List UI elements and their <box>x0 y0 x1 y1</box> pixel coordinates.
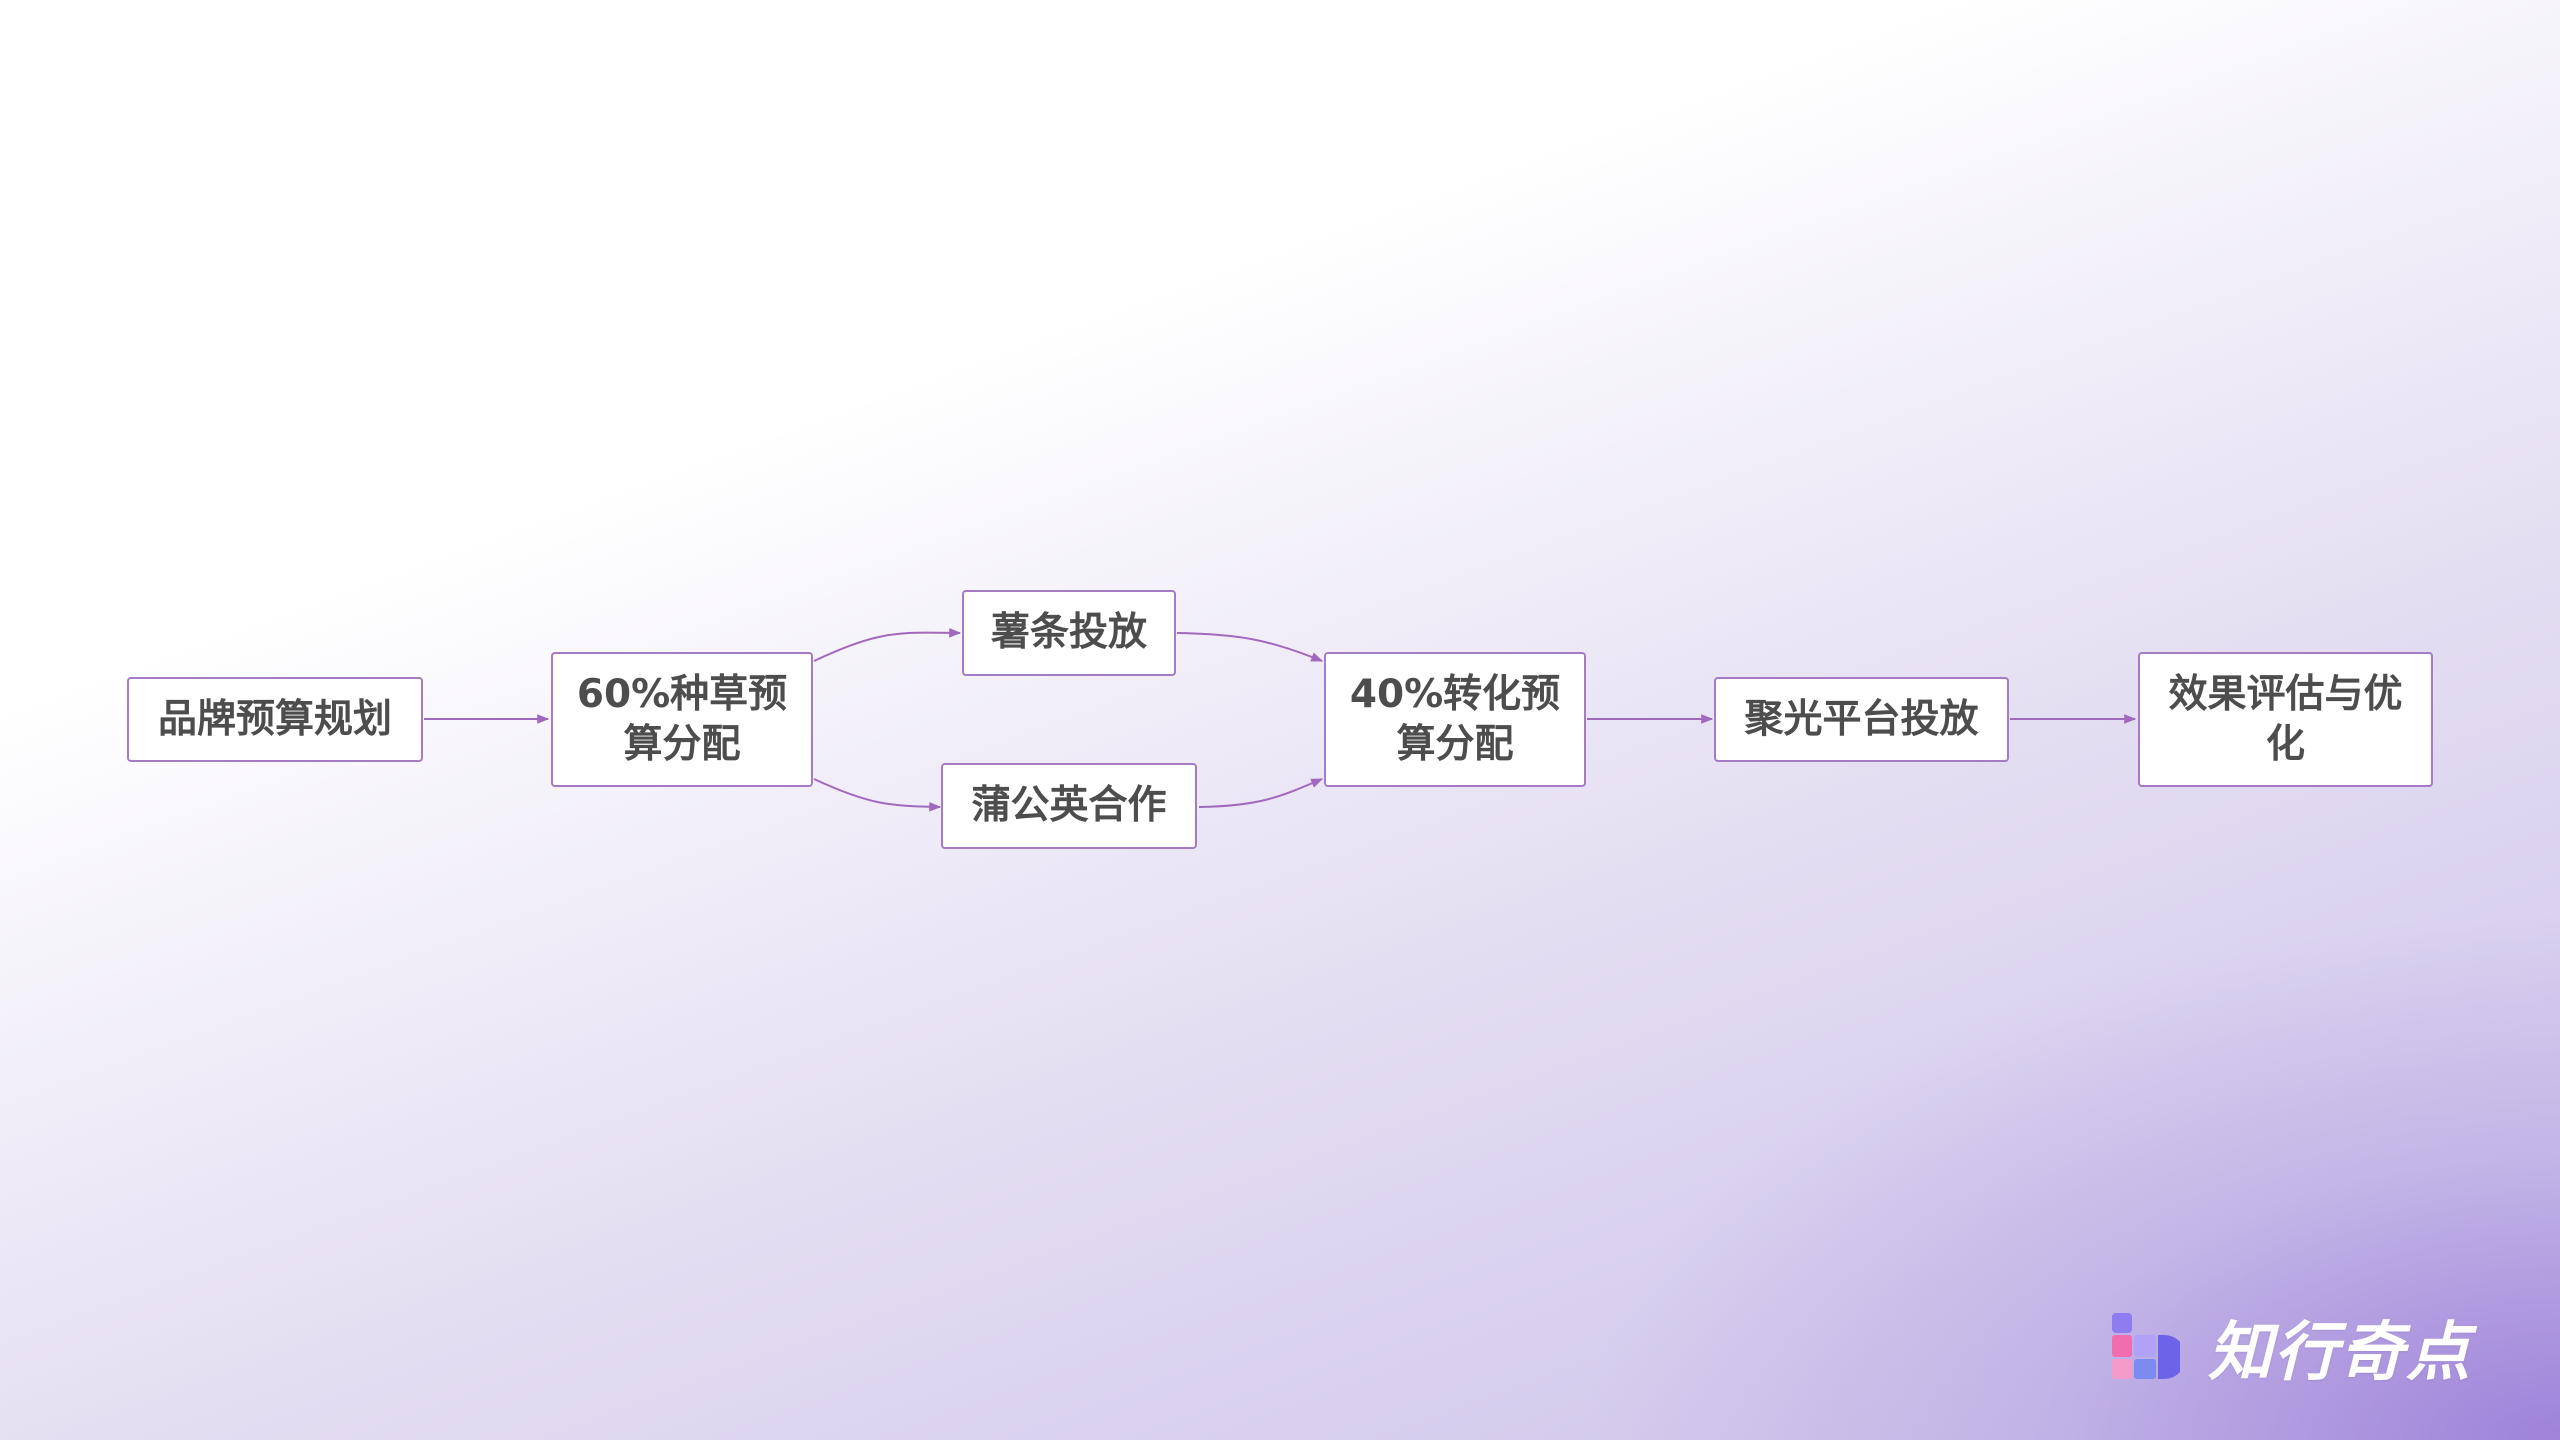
node-juguang: 聚光平台投放 <box>1714 677 2009 762</box>
node-evaluation: 效果评估与优化 <box>2138 652 2433 787</box>
node-seeding-budget: 60%种草预算分配 <box>551 652 813 787</box>
node-seeding-budget-label: 60%种草预算分配 <box>576 671 788 767</box>
node-pugongying: 蒲公英合作 <box>941 763 1197 849</box>
edge-shutiao-to-conversion <box>1176 632 1324 662</box>
edge-seeding-to-pugongying <box>813 778 942 812</box>
brand-logo: 知行奇点 <box>2108 1302 2508 1392</box>
node-juguang-label: 聚光平台投放 <box>1744 696 1979 742</box>
logo-mark-icon <box>2112 1313 2180 1379</box>
node-conversion-budget-label: 40%转化预算分配 <box>1349 671 1561 767</box>
logo-text: 知行奇点 <box>2208 1316 2472 1390</box>
edge-pugongying-to-conversion <box>1198 778 1324 808</box>
node-pugongying-label: 蒲公英合作 <box>971 783 1167 828</box>
node-brand-budget: 品牌预算规划 <box>127 677 423 762</box>
node-conversion-budget: 40%转化预算分配 <box>1324 652 1586 787</box>
node-shutiao-label: 薯条投放 <box>990 610 1147 655</box>
node-brand-budget-label: 品牌预算规划 <box>157 696 392 742</box>
node-shutiao: 薯条投放 <box>962 590 1176 676</box>
node-evaluation-label: 效果评估与优化 <box>2168 671 2403 767</box>
edge-seeding-to-shutiao <box>813 628 962 662</box>
